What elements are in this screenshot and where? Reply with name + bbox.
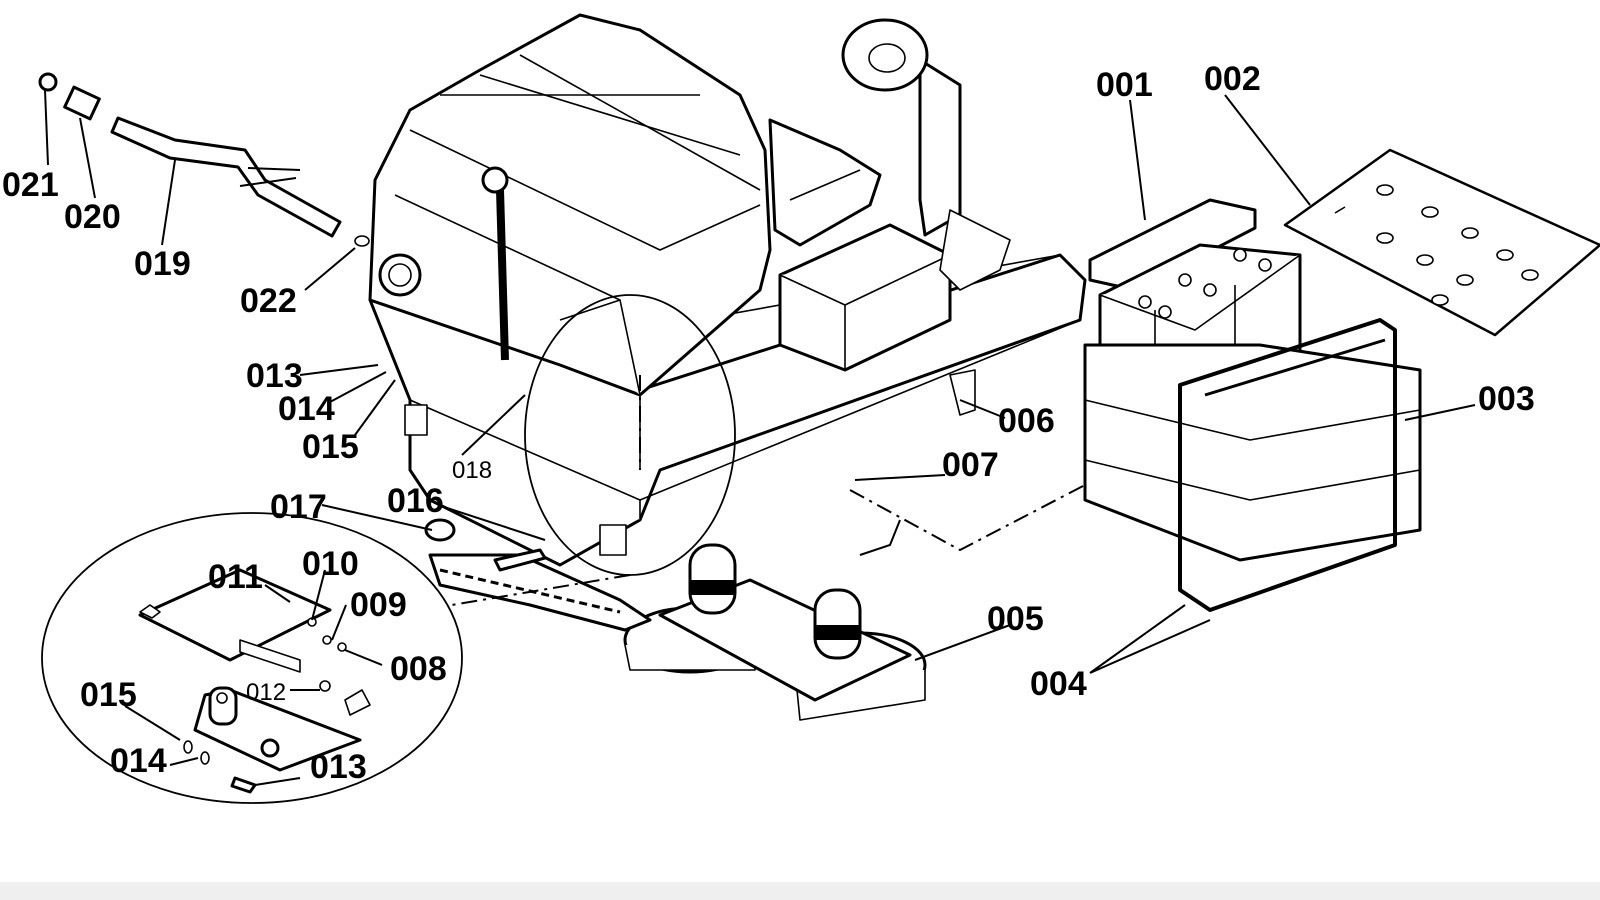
label-015-detail: 015 <box>80 676 137 714</box>
battery-mat <box>1283 148 1600 337</box>
label-004: 004 <box>1030 665 1087 703</box>
label-012: 012 <box>246 679 286 706</box>
label-006: 006 <box>998 402 1055 440</box>
label-011: 011 <box>208 558 263 596</box>
label-003: 003 <box>1478 380 1535 418</box>
label-008: 008 <box>390 650 447 688</box>
footer-strip <box>0 882 1600 900</box>
battery-leader-dash <box>849 484 1086 552</box>
label-017: 017 <box>270 488 327 526</box>
label-015-top: 015 <box>302 428 359 466</box>
label-010: 010 <box>302 545 359 583</box>
solution-hose-assembly <box>38 72 370 247</box>
label-019: 019 <box>134 245 191 283</box>
machine-body <box>368 13 1087 567</box>
label-005: 005 <box>987 600 1044 638</box>
detail-view-ellipse <box>41 512 463 804</box>
leader-lines <box>44 89 1476 786</box>
label-009: 009 <box>350 586 407 624</box>
label-018: 018 <box>452 457 492 484</box>
detail-view-parts <box>138 568 371 794</box>
label-002: 002 <box>1204 60 1261 98</box>
label-007: 007 <box>942 446 999 484</box>
battery-pack <box>1083 198 1422 612</box>
label-001: 001 <box>1096 66 1153 104</box>
label-020: 020 <box>64 198 121 236</box>
label-022: 022 <box>240 282 297 320</box>
scrub-deck <box>623 519 927 721</box>
label-014-top: 014 <box>278 390 335 428</box>
label-014-detail: 014 <box>110 742 167 780</box>
label-016: 016 <box>387 482 444 520</box>
label-021: 021 <box>2 166 59 204</box>
label-013-detail: 013 <box>310 748 367 786</box>
part-labels: 001 002 003 004 005 006 007 008 009 010 … <box>2 60 1535 786</box>
label-013-top: 013 <box>246 357 303 395</box>
